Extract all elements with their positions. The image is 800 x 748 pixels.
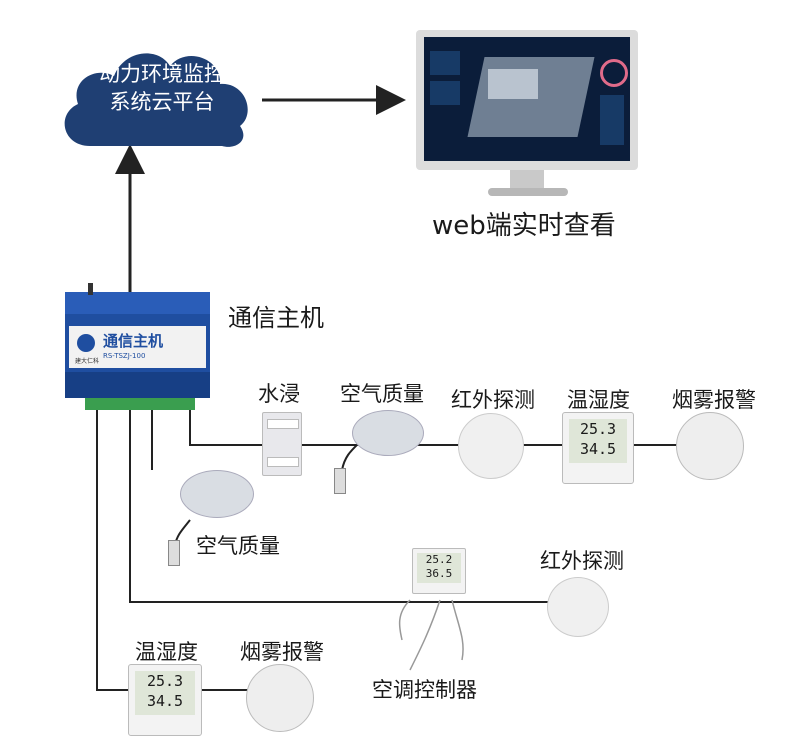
smoke-bottom-sensor	[246, 664, 314, 732]
air-quality-top-label: 空气质量	[340, 382, 424, 406]
monitor-stat-panel	[430, 81, 460, 105]
gateway-terminal-blocks	[85, 398, 195, 410]
smoke-bottom-label: 烟雾报警	[240, 640, 324, 664]
cloud-shape	[64, 53, 248, 147]
cloud-line-2: 系统云平台	[109, 90, 215, 114]
temp-humidity-bottom-sensor: 25.3 34.5	[128, 664, 202, 736]
infrared-top-sensor	[458, 413, 524, 479]
vendor-logo-icon	[77, 334, 95, 352]
infrared-top-label: 红外探测	[451, 388, 535, 412]
temp-humidity-top-sensor: 25.3 34.5	[562, 412, 634, 484]
air-quality-mid-label: 空气质量	[196, 534, 280, 558]
antenna-icon	[88, 283, 93, 295]
infrared-mid-sensor	[547, 577, 609, 637]
gateway-device: 通信主机 RS-TSZJ-100 建大仁科	[65, 292, 210, 398]
smoke-top-sensor	[676, 412, 744, 480]
monitor-gauge-icon	[600, 59, 628, 87]
ac-temp: 25.2	[425, 553, 453, 566]
gateway-top-strip	[65, 292, 210, 314]
monitor-room-block	[488, 69, 538, 99]
monitor-screen	[424, 37, 630, 161]
temp-humidity-bottom-label: 温湿度	[135, 640, 198, 664]
water-leak-label: 水浸	[258, 382, 300, 406]
ac-controller-label: 空调控制器	[372, 678, 477, 702]
monitor-stat-panel	[430, 51, 460, 75]
th-bottom-temp: 25.3	[146, 672, 184, 690]
gateway-bottom	[65, 372, 210, 398]
gateway-brand: 通信主机	[103, 332, 164, 350]
th-bottom-hum: 34.5	[146, 692, 184, 710]
air-quality-top-sensor	[352, 410, 424, 456]
bus-middle	[129, 410, 560, 603]
ac-controller-device: 25.2 36.5	[412, 548, 466, 594]
air-quality-mid-probe	[168, 540, 180, 566]
cloud-platform-label: 动力环境监控 系统云平台	[72, 60, 252, 116]
gateway-label: 通信主机	[228, 304, 324, 332]
temp-humidity-top-label: 温湿度	[567, 388, 630, 412]
monitor-neck	[510, 170, 544, 190]
smoke-top-label: 烟雾报警	[672, 388, 756, 412]
gateway-vendor: 建大仁科	[75, 358, 100, 365]
gateway-label-panel: 通信主机 RS-TSZJ-100 建大仁科	[69, 326, 206, 368]
monitor-stand-base	[488, 188, 568, 196]
air-quality-mid-sensor	[180, 470, 254, 518]
water-leak-sensor	[262, 412, 302, 476]
monitor-bezel	[416, 30, 638, 170]
ac-hum: 36.5	[425, 567, 453, 580]
cloud-line-1: 动力环境监控	[99, 62, 225, 86]
th-top-temp: 25.3	[579, 420, 617, 438]
gateway-model: RS-TSZJ-100	[103, 352, 146, 360]
th-top-hum: 34.5	[579, 440, 617, 458]
infrared-mid-label: 红外探测	[540, 549, 624, 573]
monitor-caption: web端实时查看	[432, 211, 616, 241]
air-quality-top-probe	[334, 468, 346, 494]
monitor-side-panel	[600, 95, 624, 145]
